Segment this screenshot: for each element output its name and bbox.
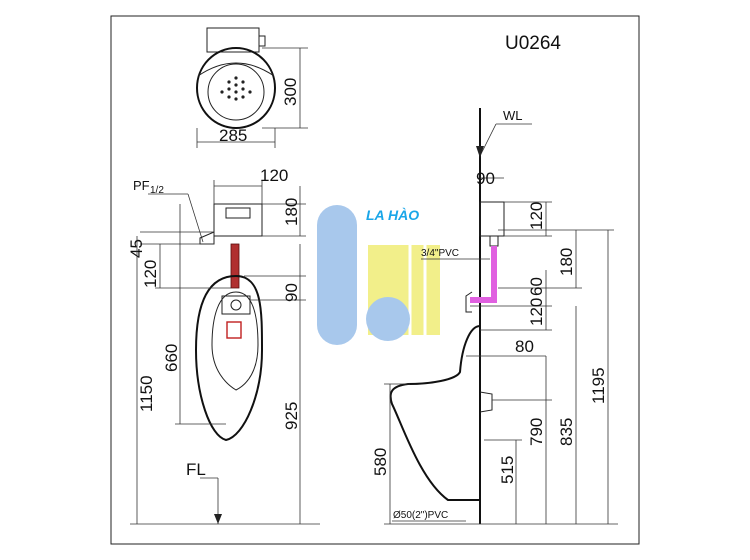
side-urinal-profile (389, 325, 481, 501)
dim-front-1150: 1150 (137, 375, 156, 412)
dim-side-515: 515 (498, 456, 517, 484)
dim-front-660: 660 (162, 344, 181, 372)
flush-valve (213, 203, 263, 237)
dim-side-120a: 120 (527, 202, 546, 230)
dim-front-925: 925 (282, 402, 301, 430)
side-view: WL 90 120 3/4"PVC 180 60 120 80 (371, 108, 618, 525)
pf-sub-label: 1/2 (150, 185, 164, 196)
dim-front-120-top: 120 (260, 166, 288, 185)
dim-front-90: 90 (282, 283, 301, 302)
side-supply-pipe (470, 246, 497, 303)
dim-front-180: 180 (282, 198, 301, 226)
dim-side-120b: 120 (527, 298, 546, 326)
watermark-text: LA HÀO (366, 207, 419, 223)
la-hao-logo: LA HÀO (317, 205, 440, 345)
front-bowl-outer (194, 274, 264, 442)
dim-side-1195: 1195 (589, 367, 608, 404)
top-view-bowl-outer (196, 47, 276, 129)
dim-300: 300 (281, 78, 300, 106)
wl-label: WL (503, 108, 523, 123)
dim-side-60: 60 (527, 277, 546, 296)
dim-285: 285 (219, 126, 247, 145)
dim-side-835: 835 (557, 418, 576, 446)
dim-side-80: 80 (515, 337, 534, 356)
model-code: U0264 (505, 33, 561, 54)
dim-side-180: 180 (557, 248, 576, 276)
pf-label: PF (133, 178, 150, 193)
dim-front-45: 45 (127, 239, 146, 258)
dim-side-580: 580 (371, 448, 390, 476)
drawing-frame (110, 15, 640, 545)
dim-side-790: 790 (527, 418, 546, 446)
side-flush-valve (479, 201, 505, 237)
top-view-bowl-inner (207, 63, 265, 121)
sensor-icon (226, 321, 242, 339)
dim-front-120-left: 120 (141, 260, 160, 288)
drain-label: Ø50(2")PVC (393, 510, 448, 521)
front-bowl-inner (211, 291, 259, 391)
logo-blue-bar (317, 205, 357, 345)
dim-side-90: 90 (476, 169, 495, 188)
floor-label: FL (186, 460, 206, 479)
drain-holes-icon (220, 76, 252, 101)
logo-blue-circle (366, 297, 410, 341)
pipe-label: 3/4"PVC (421, 248, 459, 259)
front-view: PF 1/2 120 180 45 120 90 (127, 166, 320, 525)
top-view: 285 300 (196, 27, 308, 148)
supply-pipe (230, 243, 240, 289)
